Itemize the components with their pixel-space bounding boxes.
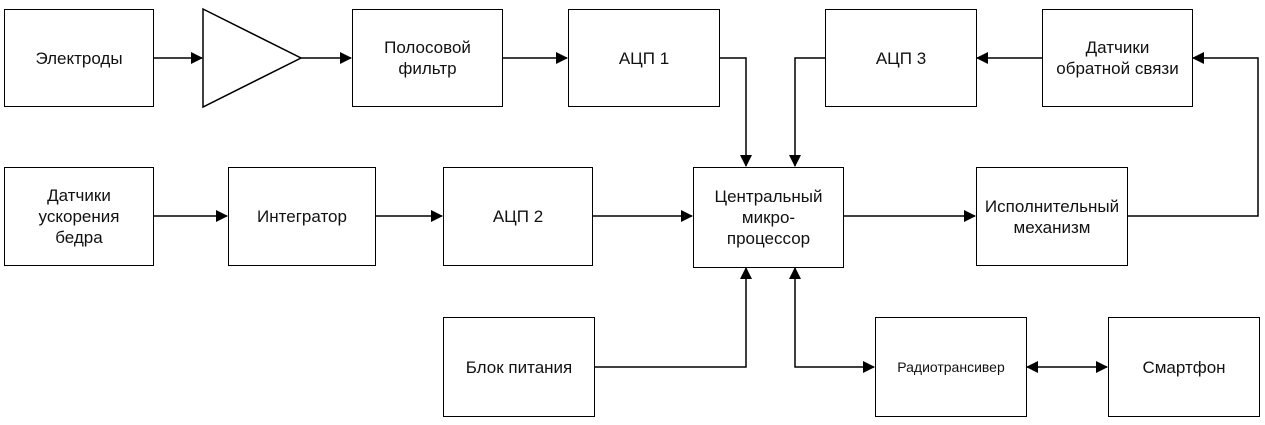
block-smartphone: Смартфон: [1108, 317, 1260, 417]
amplifier-symbol: [202, 7, 303, 109]
arrow-cpu-radio-bidirectional: [789, 267, 875, 373]
block-cpu-label: Центральный микро- процессор: [714, 187, 823, 248]
block-cpu: Центральный микро- процессор: [693, 167, 844, 268]
block-adc1-label: АЦП 1: [618, 48, 670, 68]
block-integrator: Интегратор: [228, 167, 376, 266]
block-adc2-label: АЦП 2: [492, 207, 544, 226]
block-electrodes: Электроды: [4, 9, 154, 107]
block-power-supply-label: Блок питания: [465, 357, 573, 377]
block-bandpass-filter-label: Полосовой фильтр: [384, 38, 471, 78]
block-electrodes-label: Электроды: [35, 48, 123, 68]
block-smartphone-label: Смартфон: [1142, 357, 1226, 377]
block-power-supply: Блок питания: [443, 317, 595, 417]
arrow-adc3-to-cpu: [789, 57, 825, 167]
block-feedback-sensors-label: Датчики обратной связи: [1056, 38, 1179, 78]
block-hip-accel-sensors: Датчики ускорения бедра: [4, 167, 154, 266]
arrow-actuator-to-feedback: [1128, 52, 1259, 217]
block-adc3-label: АЦП 3: [875, 48, 927, 68]
block-actuator: Исполнительный механизм: [976, 167, 1128, 266]
block-radio-transceiver-label: Радиотрансивер: [897, 358, 1005, 375]
block-adc1: АЦП 1: [568, 9, 720, 107]
block-radio-transceiver: Радиотрансивер: [875, 317, 1027, 417]
block-integrator-label: Интегратор: [257, 207, 347, 226]
block-actuator-label: Исполнительный механизм: [984, 196, 1120, 237]
arrow-adc1-to-cpu: [720, 57, 752, 167]
block-hip-accel-sensors-label: Датчики ускорения бедра: [38, 186, 120, 247]
block-adc3: АЦП 3: [825, 9, 977, 107]
arrow-power-to-cpu: [595, 267, 752, 368]
block-feedback-sensors: Датчики обратной связи: [1042, 9, 1193, 107]
block-bandpass-filter: Полосовой фильтр: [352, 9, 503, 107]
block-adc2: АЦП 2: [443, 167, 593, 266]
